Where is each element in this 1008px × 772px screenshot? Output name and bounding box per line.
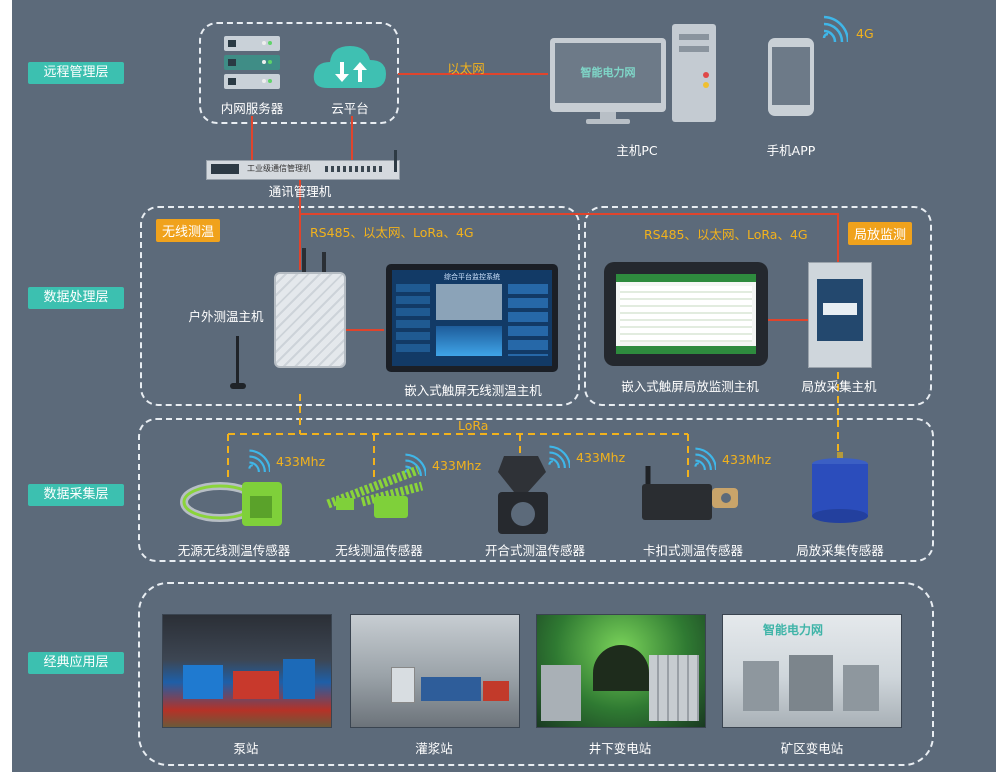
monitor-stand [600,112,616,120]
layer-tag-application: 经典应用层 [28,652,124,674]
freq-label-4: 433Mhz [722,452,772,467]
pd-collector-host-label: 局放采集主机 [801,379,877,394]
pd-sensor [812,452,868,523]
link-comm-pd [300,213,839,262]
outdoor-host-label: 户外测温主机 [188,309,264,324]
comm-manager-device: 工业级通信管理机 [206,160,400,180]
clip-on-sensor [642,466,738,520]
host-pc-label: 主机PC [616,143,658,158]
embedded-wireless-screen: 综合平台监控系统 [386,264,558,372]
wifi-icon-sensor-4 [694,447,716,470]
net-4g-label: 4G [856,26,874,41]
site-photo-grouting-station [350,614,520,728]
outdoor-stub-antenna [236,336,239,386]
server-icon [224,36,280,89]
wireless-temp-tag: 无线测温 [156,219,221,242]
rack-title: 工业级通信管理机 [247,164,311,173]
architecture-diagram: 远程管理层 数据处理层 数据采集层 经典应用层 内网服务器 云平台 以太网 智能… [12,0,996,772]
wireless-sensor [326,465,424,518]
sensor-label-4: 卡扣式测温传感器 [642,543,743,558]
cloud-icon [313,46,386,88]
site-label-4: 矿区变电站 [780,741,844,756]
lora-label: LoRa [458,418,489,433]
layer-tag-remote: 远程管理层 [28,62,124,84]
site-label-1: 泵站 [233,741,259,756]
site-photo-pump-station [162,614,332,728]
host-pc-monitor: 智能电力网 [550,38,666,112]
links-right-label: RS485、以太网、LoRa、4G [644,227,808,242]
cloud-platform-label: 云平台 [331,101,369,116]
freq-label-1: 433Mhz [276,454,326,469]
pd-collector-host [808,262,872,368]
passive-wireless-sensor [180,482,282,526]
intranet-server-label: 内网服务器 [220,101,284,116]
embedded-pd-screen [604,262,768,366]
comm-antenna [394,150,397,172]
site-label-3: 井下变电站 [588,741,652,756]
freq-label-2: 433Mhz [432,458,482,473]
site-label-2: 灌浆站 [415,741,453,756]
embedded-pd-label: 嵌入式触屏局放监测主机 [621,379,759,394]
outdoor-antenna-2 [322,252,326,274]
mobile-phone-icon [768,38,814,116]
wifi-icon-sensor-1 [248,449,270,472]
pd-monitor-tag: 局放监测 [848,222,913,245]
links-left-label: RS485、以太网、LoRa、4G [310,225,474,240]
outdoor-antenna-base [230,383,246,389]
connection-lines [227,73,839,480]
application-layer-group [138,582,934,766]
sensor-label-1: 无源无线测温传感器 [177,543,291,558]
site-photo-mining-substation: 智能电力网 [722,614,902,728]
monitor-base [586,119,630,124]
ethernet-label: 以太网 [447,61,485,76]
wireless-temp-group [140,206,580,406]
outdoor-antenna-1 [302,248,306,274]
embedded-wireless-label: 嵌入式触屏无线测温主机 [404,383,542,398]
sensor-label-3: 开合式测温传感器 [484,543,585,558]
site-photo-brand: 智能电力网 [763,623,824,637]
site-photo-underground-substation [536,614,706,728]
host-pc-tower [672,24,716,122]
collection-layer-group [138,418,934,562]
split-core-sensor [498,456,548,534]
freq-label-3: 433Mhz [576,450,626,465]
comm-manager-label: 通讯管理机 [268,184,332,199]
pc-screen-brand: 智能电力网 [580,66,636,79]
layer-tag-processing: 数据处理层 [28,287,124,309]
mobile-app-label: 手机APP [766,143,816,158]
wifi-icon-sensor-3 [548,445,570,468]
sensor-label-2: 无线测温传感器 [335,543,423,558]
pd-monitor-group [584,206,932,406]
sensor-label-5: 局放采集传感器 [796,543,884,558]
wifi-icon-4g [822,15,848,42]
screen-title: 综合平台监控系统 [444,273,500,281]
layer-tag-collection: 数据采集层 [28,484,124,506]
outdoor-temp-host [274,272,346,368]
